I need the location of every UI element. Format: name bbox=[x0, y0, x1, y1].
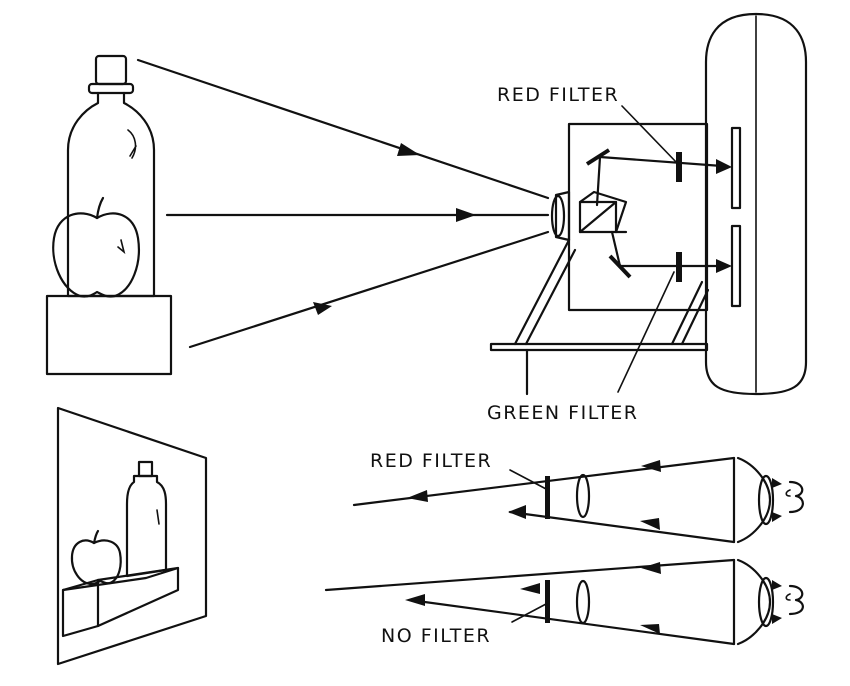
apple bbox=[52, 196, 140, 298]
camera-body bbox=[567, 122, 709, 312]
beam-splitter-prism bbox=[578, 190, 628, 234]
camera-stand bbox=[489, 238, 710, 396]
projector-red-filter bbox=[352, 456, 804, 544]
label-green-filter: GREEN FILTER bbox=[487, 402, 639, 424]
incoming-rays bbox=[136, 58, 550, 349]
subject-scene bbox=[45, 54, 173, 376]
red-filter-element bbox=[676, 152, 682, 182]
label-red-filter-top: RED FILTER bbox=[497, 84, 619, 106]
film-frame-upper bbox=[730, 126, 742, 210]
projector-red-filter-element bbox=[545, 476, 550, 519]
mirror-upper bbox=[585, 148, 611, 166]
camera-lens bbox=[550, 190, 571, 242]
subject-block bbox=[45, 294, 173, 376]
projector-no-filter bbox=[324, 558, 804, 646]
film-drum bbox=[704, 12, 808, 396]
bottle bbox=[66, 54, 156, 298]
projection-screen bbox=[56, 406, 208, 666]
no-filter-element bbox=[545, 580, 550, 623]
camera bbox=[489, 12, 808, 396]
label-red-filter-bottom: RED FILTER bbox=[370, 450, 492, 472]
film-frame-lower bbox=[730, 224, 742, 308]
green-filter-element bbox=[676, 252, 682, 282]
label-no-filter: NO FILTER bbox=[381, 625, 491, 647]
